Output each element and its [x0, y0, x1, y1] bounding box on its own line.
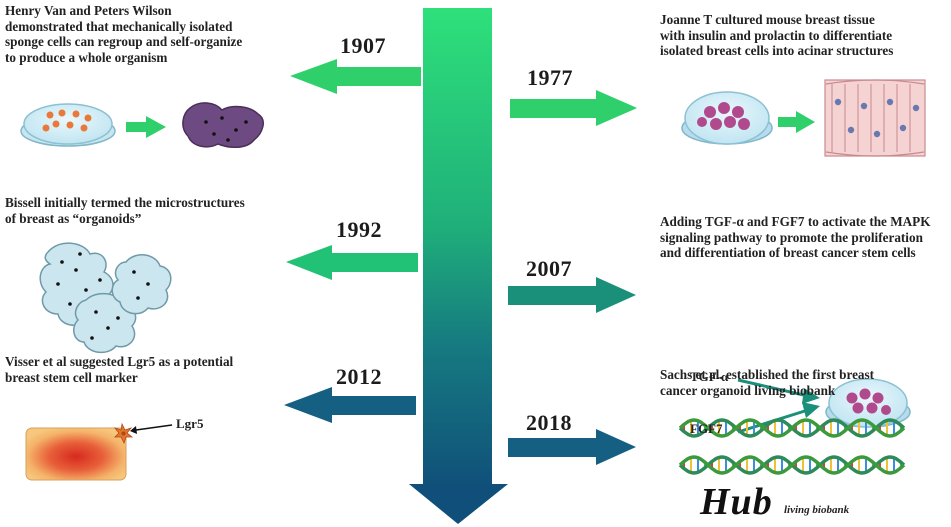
lgr5-label: Lgr5: [176, 416, 204, 431]
lgr5-pointer-arrow: [130, 424, 173, 434]
small-arrow-1907: [126, 116, 166, 138]
hub-logo-text: Hub: [700, 481, 773, 523]
arrow-1977: [510, 90, 637, 126]
event-2007-description: Adding TGF-α and FGF7 to activate the MA…: [660, 214, 931, 260]
fgf7-label: FGF7: [690, 421, 723, 436]
year-2007: 2007: [526, 256, 572, 281]
year-1907: 1907: [340, 33, 386, 58]
dna-strand: [678, 455, 906, 475]
petri-dish-sponge-cells: [20, 103, 116, 147]
tgf-alpha-label: TGF-α: [690, 369, 729, 384]
arrow-1907: [290, 59, 421, 94]
year-1977: 1977: [527, 65, 573, 90]
arrow-2007: [508, 277, 636, 313]
petri-dish-breast-cells: [681, 91, 773, 145]
arrow-2012: [284, 387, 416, 423]
dna-strand: [678, 418, 906, 438]
breast-organoid-cluster: [39, 242, 172, 354]
arrow-2018: [508, 429, 636, 465]
small-arrow-1977: [778, 111, 815, 133]
stem-cell: [25, 427, 127, 481]
dna-helix-icon: [678, 418, 906, 475]
event-1992-description: Bissell initially termed the microstruct…: [5, 195, 245, 226]
acinar-structure: [824, 79, 926, 157]
timeline-arrow: [409, 8, 508, 524]
event-2012-description: Visser et al suggested Lgr5 as a potenti…: [5, 354, 234, 385]
year-1992: 1992: [336, 217, 382, 242]
sponge-organism: [182, 102, 264, 148]
lgr5-marker-icon: [113, 422, 134, 445]
arrow-1992: [286, 245, 418, 280]
year-2012: 2012: [336, 364, 382, 389]
hub-subtitle: living biobank: [784, 504, 850, 516]
event-2018-description: Sachs et al. established the first breas…: [660, 367, 875, 398]
year-2018: 2018: [526, 410, 572, 435]
